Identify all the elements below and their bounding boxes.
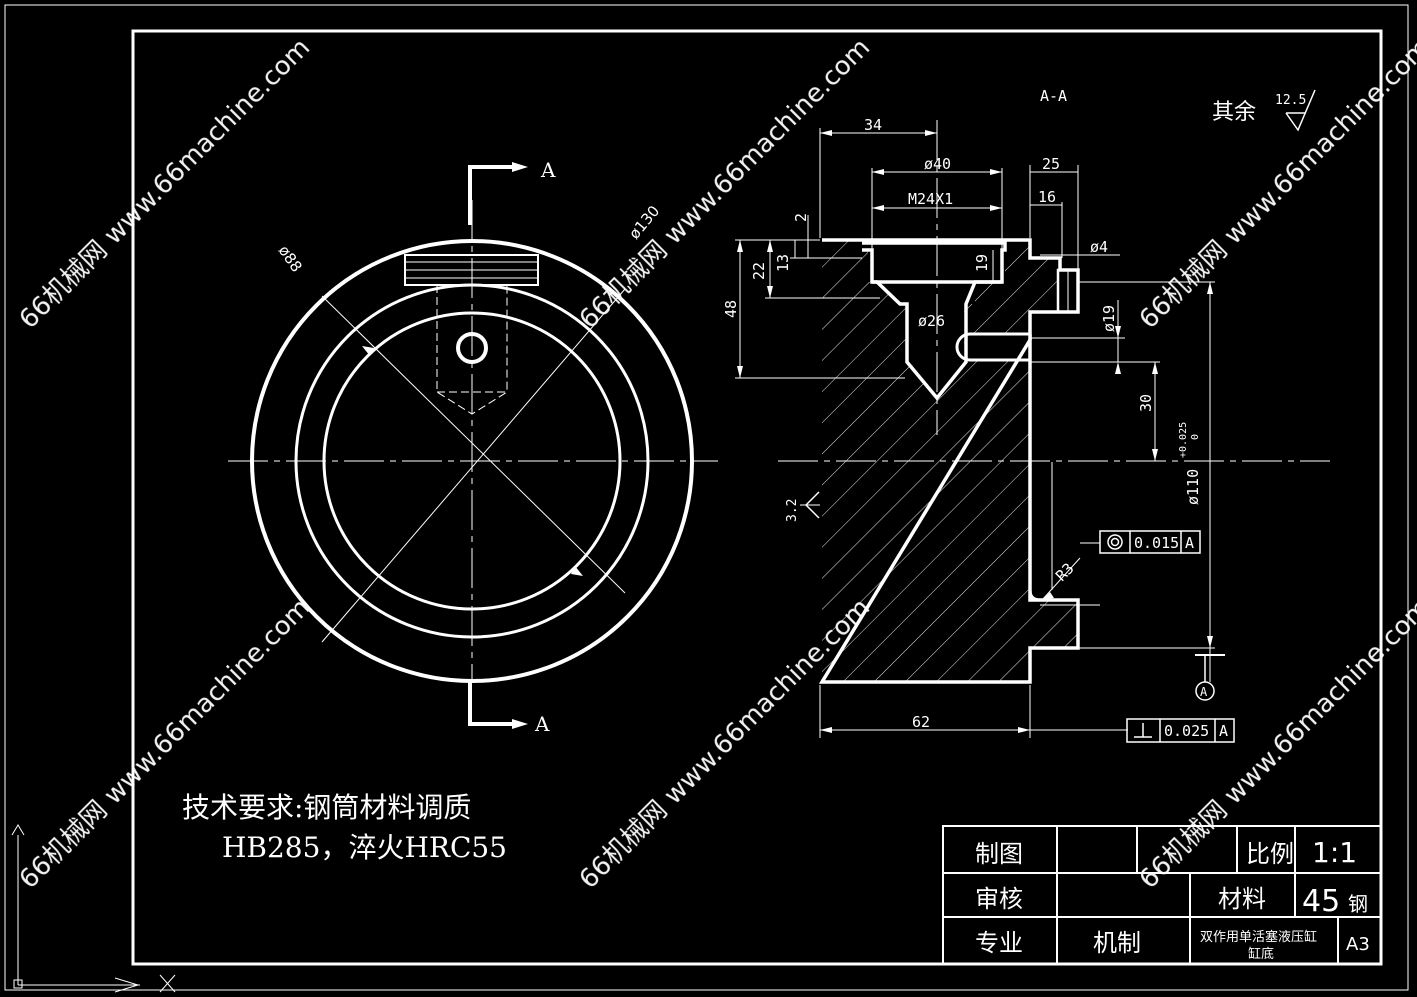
perpendicularity-datum: A [1219,722,1228,740]
roughness-face-value: 3.2 [785,499,800,522]
dim-arrows [737,130,1213,733]
dim-r3: R3 [1052,559,1078,585]
dim-25: 25 [1042,155,1060,173]
roughness-general-value: 12.5 [1275,93,1306,108]
watermark-text: 66机械网 www.66machine.com [14,33,316,335]
dim-30: 30 [1137,394,1155,412]
datum-symbol [1195,655,1215,701]
material-suffix: 钢 [1348,892,1368,916]
dim-40: ø40 [924,155,951,173]
check-label: 审核 [975,885,1023,913]
scale-value: 1:1 [1312,836,1357,869]
tech-requirements-line1: 技术要求:钢筒材料调质 [182,791,471,824]
datum-label: A [1200,685,1208,699]
roughness-general-label: 其余 [1212,100,1256,125]
perpendicularity-value: 0.025 [1164,722,1209,740]
watermark-layer: 66机械网 www.66machine.com 66机械网 www.66mach… [14,33,1417,895]
dim-phi4: ø4 [1090,238,1108,256]
concentricity-datum: A [1185,534,1194,552]
dim-13: 13 [774,254,792,272]
material-value: 45 [1302,884,1340,919]
major-label: 专业 [975,929,1023,957]
dim-m24: M24X1 [908,190,953,208]
concentricity-frame [1099,530,1201,554]
dim-2: 2 [792,213,810,222]
tech-requirements-line2: HB285，淬火HRC55 [222,831,507,864]
sheet-frame [4,4,1409,991]
part-name-line1: 双作用单活塞液压缸 [1200,929,1317,945]
dim-62: 62 [912,713,930,731]
dim-19a: 19 [973,254,991,272]
section-title: A-A [1040,87,1067,105]
concentricity-value: 0.015 [1134,534,1179,552]
dim-16: 16 [1038,188,1056,206]
ucs-icon [11,824,176,993]
dim-48: 48 [722,300,740,318]
section-view [822,240,1078,682]
title-block [942,825,1382,965]
front-view [228,162,718,729]
material-label: 材料 [1218,885,1266,913]
dim-26: ø26 [918,312,945,330]
section-mark-top: A [540,158,556,182]
dim-110: ø110 [1184,469,1202,505]
dim-110-tol-upper: +0.025 [1178,422,1189,458]
scale-label: 比例 [1246,840,1294,868]
dim-88: ø88 [275,242,306,275]
sheet-size: A3 [1346,934,1370,955]
part-name-line2: 缸底 [1248,946,1274,962]
perpendicularity-frame [1126,718,1235,743]
roughness-symbol [804,89,1316,519]
dim-110-tol-lower: 0 [1190,434,1201,440]
section-mark-bottom: A [534,712,550,736]
title-block-text: 制图 审核 专业 机制 比例 1:1 材料 45 钢 双作用单活塞液压缸 缸底 … [975,836,1370,962]
major-value: 机制 [1093,929,1141,957]
dim-34: 34 [864,116,882,134]
dim-19b: ø19 [1100,305,1118,332]
dim-22: 22 [750,262,768,280]
watermark-text: 66机械网 www.66machine.com [1134,33,1417,335]
draw-label: 制图 [975,840,1023,868]
